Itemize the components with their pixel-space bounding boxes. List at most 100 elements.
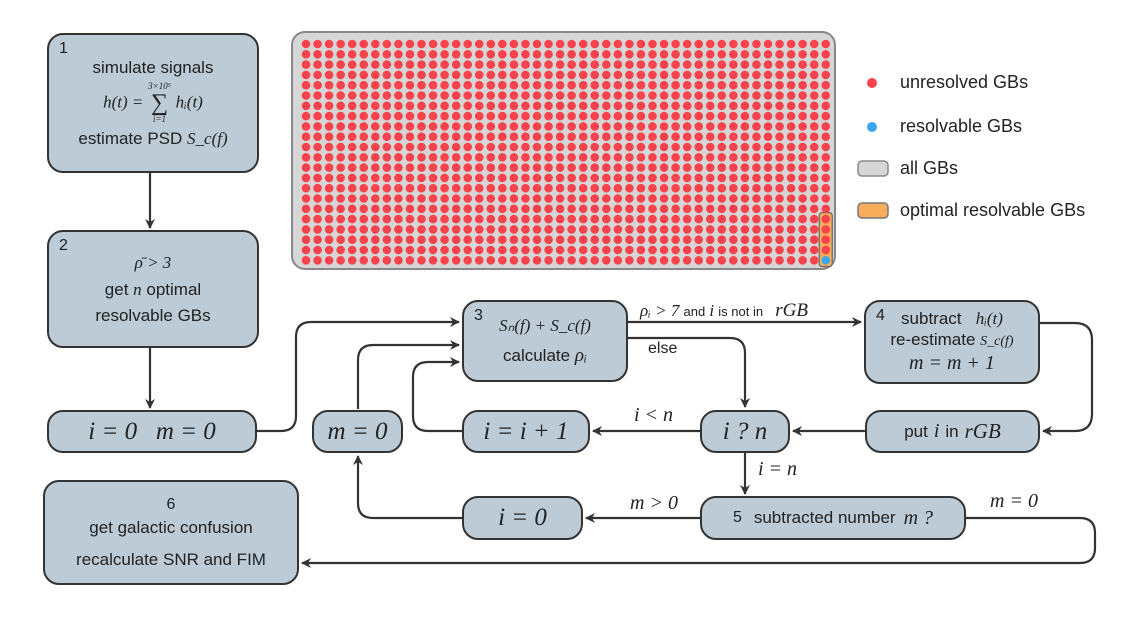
unresolved-gb-dot bbox=[463, 50, 472, 59]
unresolved-gb-dot bbox=[486, 39, 496, 49]
step-1-simulate: 1 simulate signals h(t) = 3×10⁵∑i=1 hᵢ(t… bbox=[47, 33, 259, 173]
unresolved-gb-dot bbox=[763, 60, 773, 69]
unresolved-gb-dot bbox=[544, 204, 553, 214]
edge-label-m-gt-0: m > 0 bbox=[630, 492, 678, 514]
unresolved-gb-dot bbox=[347, 122, 357, 131]
step-4-subtract: 4 subtract hᵢ(t) re-estimate S_c(f) m = … bbox=[864, 300, 1040, 384]
unresolved-gb-dot bbox=[359, 91, 369, 100]
psd-symbol: S_c(f) bbox=[187, 129, 228, 148]
unresolved-gb-dot bbox=[532, 183, 542, 193]
unresolved-gb-dot bbox=[509, 122, 519, 131]
unresolved-gb-dot bbox=[532, 194, 542, 203]
unresolved-gb-dot bbox=[301, 194, 311, 203]
unresolved-gb-dot bbox=[809, 245, 819, 255]
unresolved-gb-dot bbox=[521, 194, 530, 203]
unresolved-gb-dot bbox=[752, 245, 761, 255]
unresolved-gb-dot bbox=[428, 60, 438, 69]
unresolved-gb-dot bbox=[544, 111, 553, 121]
unresolved-gb-dot bbox=[752, 214, 761, 224]
unresolved-gb-dot bbox=[636, 132, 646, 141]
unresolved-gb-dot bbox=[590, 60, 600, 69]
unresolved-gb-dot bbox=[336, 50, 345, 59]
unresolved-gb-dot bbox=[694, 132, 703, 141]
unresolved-gb-dot bbox=[613, 80, 623, 90]
legend-unresolved-label: unresolved GBs bbox=[900, 72, 1029, 92]
unresolved-gb-dot bbox=[359, 225, 369, 234]
step-number: 1 bbox=[59, 40, 68, 57]
unresolved-gb-dot bbox=[394, 80, 403, 90]
unresolved-gb-dot bbox=[740, 111, 750, 121]
unresolved-gb-dot bbox=[509, 91, 519, 100]
unresolved-gb-dot bbox=[786, 39, 796, 49]
unresolved-gb-dot bbox=[428, 142, 438, 152]
unresolved-gb-dot bbox=[301, 39, 311, 49]
unresolved-gb-dot bbox=[729, 91, 738, 100]
unresolved-gb-dot bbox=[775, 173, 784, 183]
unresolved-gb-dot bbox=[474, 256, 484, 265]
unresolved-gb-dot bbox=[313, 70, 322, 80]
unresolved-gb-dot bbox=[602, 132, 611, 141]
unresolved-gb-dot bbox=[740, 194, 750, 203]
unresolved-gb-dot bbox=[659, 122, 669, 131]
unresolved-gb-dot bbox=[336, 214, 345, 224]
unresolved-gb-dot bbox=[544, 256, 553, 265]
unresolved-gb-dot bbox=[682, 111, 692, 121]
unresolved-gb-dot bbox=[613, 70, 623, 80]
cond-not: is not in bbox=[718, 304, 764, 319]
unresolved-gb-dot bbox=[590, 214, 600, 224]
unresolved-gb-dot bbox=[394, 235, 403, 244]
unresolved-gb-dot bbox=[405, 101, 415, 111]
unresolved-gb-dot bbox=[405, 204, 415, 214]
unresolved-gb-dot bbox=[405, 111, 415, 121]
unresolved-gb-dot bbox=[440, 132, 449, 141]
unresolved-gb-dot bbox=[763, 50, 773, 59]
unresolved-gb-dot bbox=[659, 111, 669, 121]
unresolved-gb-dot bbox=[786, 225, 796, 234]
unresolved-gb-dot bbox=[705, 235, 715, 244]
unresolved-gb-dot bbox=[347, 235, 357, 244]
unresolved-gb-dot bbox=[313, 91, 322, 100]
resolvable-gb-dot bbox=[821, 256, 831, 265]
unresolved-gb-dot bbox=[474, 235, 484, 244]
unresolved-gb-dot bbox=[671, 153, 680, 162]
unresolved-gb-dot bbox=[752, 60, 761, 69]
unresolved-gb-dot bbox=[625, 225, 634, 234]
unresolved-gb-dot bbox=[567, 122, 576, 131]
unresolved-gb-dot bbox=[405, 60, 415, 69]
unresolved-gb-dot bbox=[451, 70, 461, 80]
unresolved-gb-dot bbox=[648, 80, 657, 90]
unresolved-gb-dot bbox=[313, 132, 322, 141]
unresolved-gb-dot bbox=[786, 204, 796, 214]
unresolved-gb-dot bbox=[682, 183, 692, 193]
unresolved-gb-dot bbox=[821, 204, 831, 214]
unresolved-gb-dot bbox=[648, 225, 657, 234]
unresolved-gb-dot bbox=[659, 132, 669, 141]
unresolved-gb-dot bbox=[809, 142, 819, 152]
unresolved-gb-dot bbox=[567, 60, 576, 69]
unresolved-gb-dot bbox=[786, 194, 796, 203]
unresolved-gb-dot bbox=[336, 91, 345, 100]
unresolved-gb-dot bbox=[474, 225, 484, 234]
unresolved-gb-dot bbox=[659, 60, 669, 69]
unresolved-gb-dot bbox=[509, 256, 519, 265]
unresolved-gb-dot bbox=[382, 204, 392, 214]
step-text: in bbox=[945, 421, 959, 441]
unresolved-gb-dot bbox=[371, 70, 380, 80]
unresolved-gb-dot bbox=[729, 111, 738, 121]
unresolved-gb-dot bbox=[532, 256, 542, 265]
n-symbol: n bbox=[133, 280, 142, 300]
unresolved-gb-dot bbox=[417, 194, 426, 203]
unresolved-gb-dot bbox=[648, 122, 657, 131]
unresolved-gb-dot bbox=[324, 122, 334, 131]
unresolved-gb-dot bbox=[694, 225, 703, 234]
unresolved-gb-dot bbox=[521, 183, 530, 193]
unresolved-gb-dot bbox=[636, 70, 646, 80]
unresolved-gb-dot bbox=[821, 60, 831, 69]
unresolved-gb-dot bbox=[359, 50, 369, 59]
unresolved-gb-dot bbox=[347, 153, 357, 162]
unresolved-gb-dot bbox=[786, 245, 796, 255]
unresolved-gb-dot bbox=[659, 194, 669, 203]
unresolved-gb-dot bbox=[809, 194, 819, 203]
unresolved-gb-dot bbox=[486, 214, 496, 224]
unresolved-gb-dot bbox=[417, 225, 426, 234]
